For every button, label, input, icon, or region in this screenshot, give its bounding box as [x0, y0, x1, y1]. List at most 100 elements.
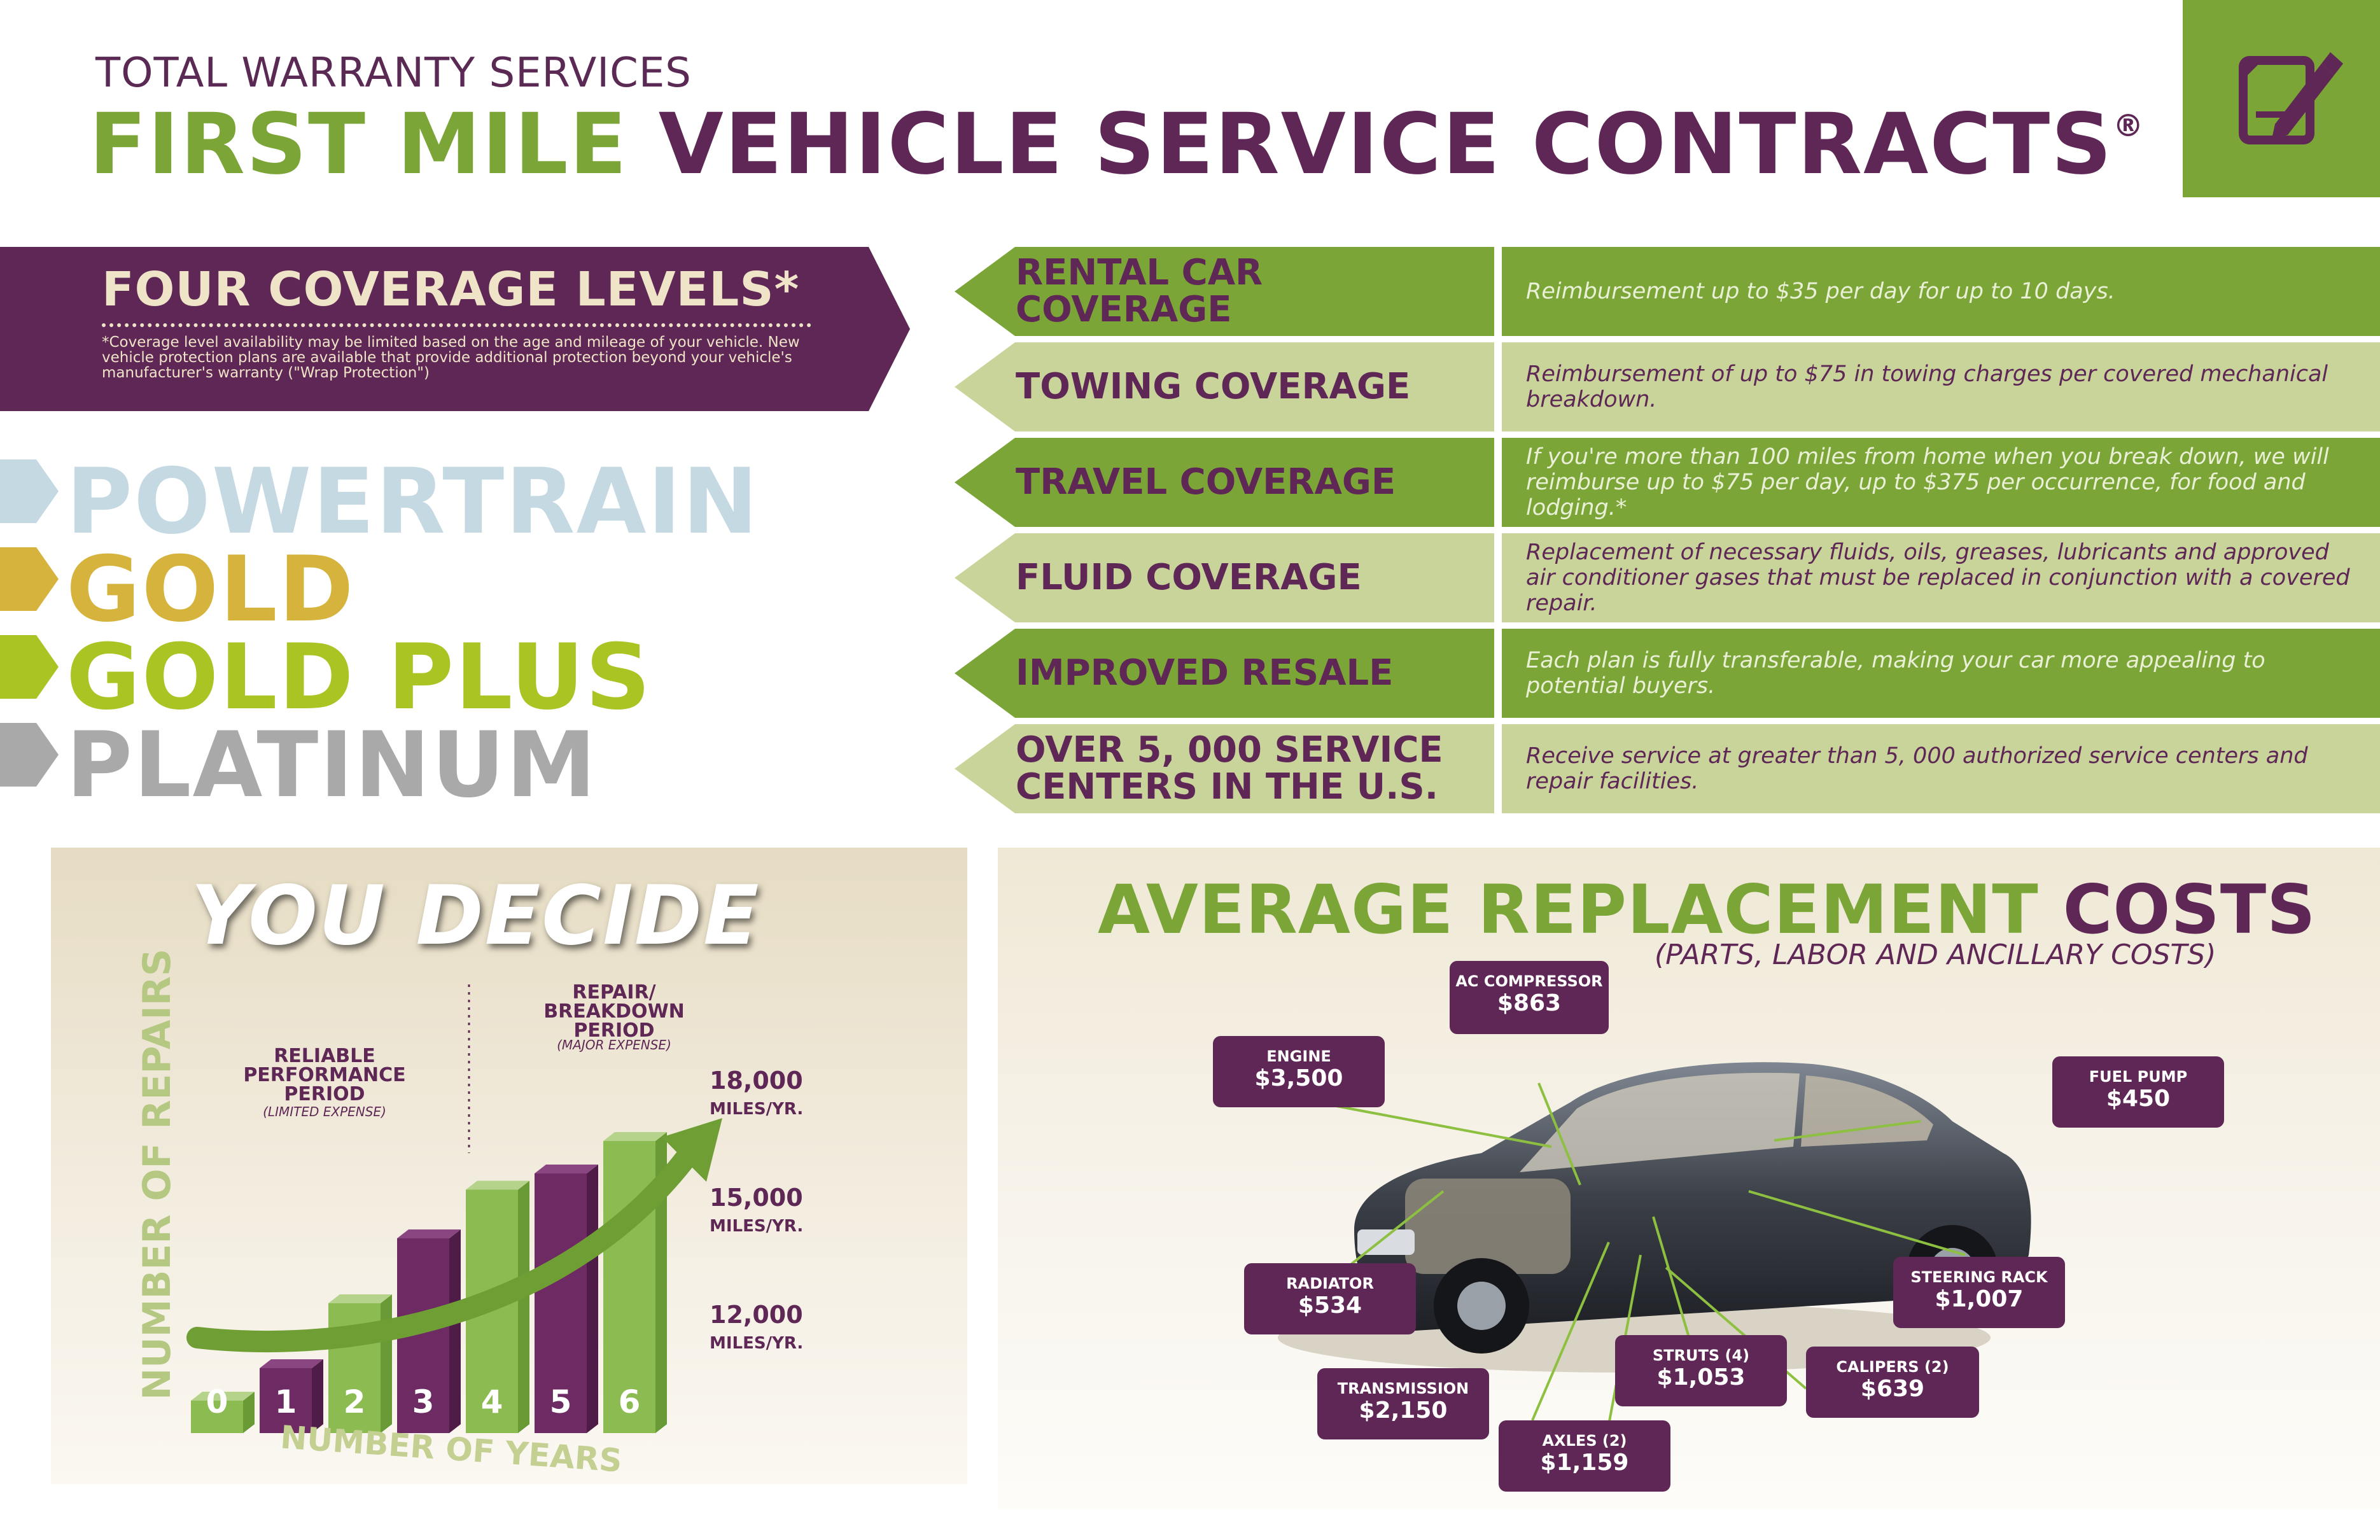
coverage-row-fluid: FLUID COVERAGE Replacement of necessary … — [955, 533, 2380, 622]
part-cost: $2,150 — [1359, 1397, 1448, 1424]
part-cost: $1,159 — [1540, 1450, 1629, 1476]
coverage-desc-bg — [1502, 438, 2380, 527]
part-engine: ENGINE $3,500 — [1213, 1036, 1385, 1107]
costs-title-green: AVERAGE REPLACEMENT — [1098, 871, 2039, 949]
bar-side-3 — [449, 1229, 461, 1433]
bar-top-0 — [191, 1392, 255, 1401]
bar-top-2 — [328, 1294, 392, 1303]
part-steering-rack: STEERING RACK $1,007 — [1893, 1257, 2065, 1328]
part-name: AXLES (2) — [1542, 1432, 1627, 1450]
level-label: POWERTRAIN — [66, 449, 760, 554]
coverage-desc: If you're more than 100 miles from home … — [1526, 444, 2329, 521]
chevron-icon — [0, 459, 59, 523]
year-label-4: 4 — [480, 1383, 503, 1420]
part-name: ENGINE — [1266, 1047, 1331, 1065]
year-label-1: 1 — [274, 1383, 297, 1420]
bar-year-5 — [535, 1173, 587, 1433]
miles-unit: MILES/YR. — [710, 1100, 804, 1119]
front-hub — [1457, 1282, 1506, 1330]
reliable-period-sub: (LIMITED EXPENSE) — [263, 1104, 386, 1119]
coverage-desc-bg — [1502, 724, 2380, 813]
bar-top-1 — [260, 1359, 323, 1368]
part-name: STRUTS (4) — [1652, 1347, 1750, 1364]
bar-side-5 — [587, 1165, 598, 1433]
coverage-label-bg — [955, 342, 1494, 431]
title-green: FIRST MILE — [89, 95, 628, 193]
miles-15000: 15,000 MILES/YR. — [710, 1185, 803, 1239]
repair-period-label: REPAIR/ BREAKDOWN PERIOD — [543, 981, 685, 1042]
coverage-desc: Reimbursement of up to $75 in towing cha… — [1526, 361, 2328, 412]
coverage-label: IMPROVED RESALE — [1016, 652, 1394, 694]
bar-top-3 — [397, 1229, 461, 1238]
bar-side-6 — [655, 1132, 667, 1433]
miles-18000: 18,000 MILES/YR. — [710, 1068, 803, 1122]
y-axis-title: NUMBER OF REPAIRS — [135, 948, 179, 1400]
engine-block — [1405, 1179, 1571, 1274]
miles-unit: MILES/YR. — [710, 1334, 804, 1353]
costs-title-purple: COSTS — [2062, 871, 2316, 949]
level-label: GOLD PLUS — [66, 625, 652, 730]
replacement-costs-subtitle: (PARTS, LABOR AND ANCILLARY COSTS) — [1655, 939, 2216, 971]
coverage-label: OVER 5, 000 SERVICE CENTERS IN THE U.S. — [1016, 729, 1443, 808]
coverage-desc: Replacement of necessary fluids, oils, g… — [1526, 540, 2350, 616]
bar-top-6 — [603, 1132, 667, 1141]
part-name: CALIPERS (2) — [1836, 1358, 1949, 1376]
coverage-desc-bg — [1502, 342, 2380, 431]
year-label-6: 6 — [618, 1383, 641, 1420]
chevron-icon — [0, 635, 59, 699]
miles-value: 12,000 — [710, 1301, 803, 1329]
part-cost: $450 — [2106, 1086, 2171, 1112]
miles-unit: MILES/YR. — [710, 1217, 804, 1236]
coverage-label-bg — [955, 629, 1494, 718]
repair-period-sub: (MAJOR EXPENSE) — [557, 1037, 671, 1053]
bar-year-1 — [260, 1368, 312, 1433]
level-label: GOLD — [66, 537, 355, 642]
coverage-desc-bg — [1502, 629, 2380, 718]
coverage-label-bg — [955, 724, 1494, 813]
coverage-row-resale: IMPROVED RESALE Each plan is fully trans… — [955, 629, 2380, 718]
bar-top-4 — [466, 1180, 529, 1190]
page-title: FIRST MILE VEHICLE SERVICE CONTRACTS® — [89, 95, 2145, 193]
coverage-desc-bg — [1502, 533, 2380, 622]
miles-12000: 12,000 MILES/YR. — [710, 1302, 803, 1356]
bar-side-4 — [518, 1180, 529, 1433]
replacement-costs-title: AVERAGE REPLACEMENT COSTS — [1098, 871, 2316, 949]
coverage-desc: Each plan is fully transferable, making … — [1526, 648, 2265, 699]
contract-pen-icon — [2239, 52, 2343, 144]
part-name: STEERING RACK — [1910, 1268, 2048, 1286]
year-label-2: 2 — [343, 1383, 366, 1420]
part-ac-compressor: AC COMPRESSOR $863 — [1450, 961, 1609, 1034]
coverage-label-bg — [955, 438, 1494, 527]
coverage-levels-note: *Coverage level availability may be limi… — [102, 334, 800, 381]
part-fuel-pump: FUEL PUMP $450 — [2052, 1056, 2224, 1128]
coverage-label: FLUID COVERAGE — [1016, 557, 1362, 598]
coverage-desc-bg — [1502, 247, 2380, 336]
part-cost: $3,500 — [1254, 1065, 1343, 1091]
trend-arrow-head — [662, 1118, 722, 1182]
part-radiator: RADIATOR $534 — [1244, 1263, 1416, 1334]
coverage-label-bg — [955, 533, 1494, 622]
part-calipers: CALIPERS (2) $639 — [1806, 1347, 1979, 1418]
trend-arrow — [186, 1145, 698, 1353]
part-name: TRANSMISSION — [1337, 1380, 1469, 1397]
part-name: FUEL PUMP — [2089, 1068, 2188, 1086]
bar-top-5 — [535, 1165, 598, 1173]
coverage-levels-banner — [0, 247, 910, 411]
coverage-desc: Reimbursement up to $35 per day for up t… — [1526, 279, 2115, 304]
miles-value: 15,000 — [710, 1184, 803, 1212]
car-rear-interior — [1801, 1075, 1933, 1147]
part-cost: $639 — [1860, 1376, 1925, 1402]
miles-value: 18,000 — [710, 1067, 803, 1095]
coverage-label: RENTAL CAR COVERAGE — [1016, 252, 1263, 330]
part-struts: STRUTS (4) $1,053 — [1615, 1335, 1787, 1406]
registered-mark: ® — [2113, 108, 2145, 144]
repairs-bar-chart — [186, 984, 722, 1433]
coverage-row-travel: TRAVEL COVERAGE If you're more than 100 … — [955, 438, 2380, 527]
coverage-label: TOWING COVERAGE — [1016, 366, 1411, 407]
coverage-levels-heading: FOUR COVERAGE LEVELS* — [102, 262, 800, 317]
part-cost: $534 — [1298, 1292, 1362, 1319]
title-purple: VEHICLE SERVICE CONTRACTS — [658, 95, 2113, 193]
coverage-label-bg — [955, 247, 1494, 336]
coverage-row-towing: TOWING COVERAGE Reimbursement of up to $… — [955, 342, 2380, 431]
part-transmission: TRANSMISSION $2,150 — [1317, 1368, 1489, 1439]
